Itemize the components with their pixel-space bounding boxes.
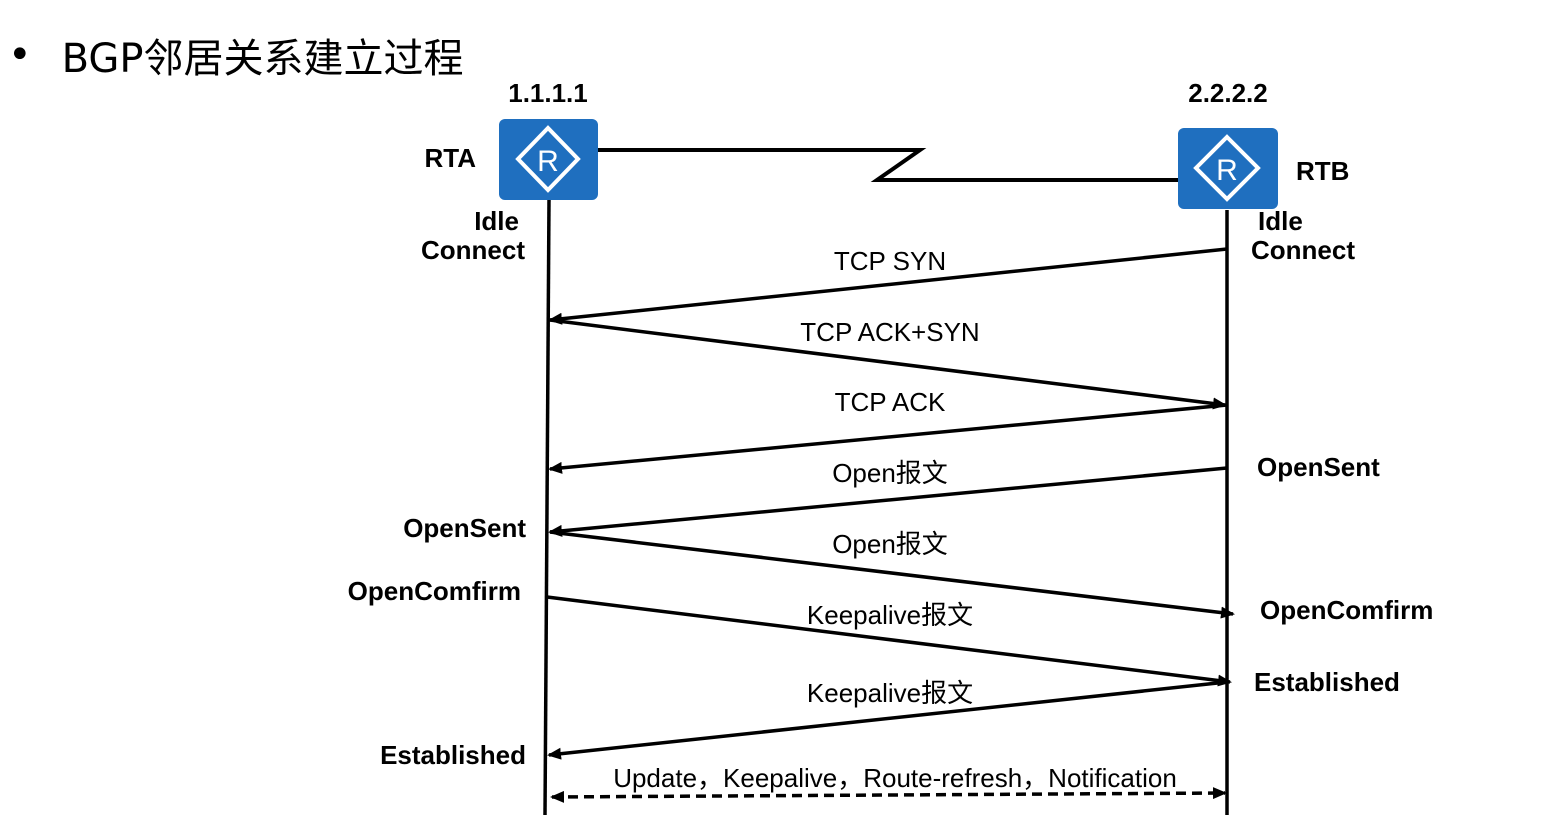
rtb-ip-label: 2.2.2.2 — [1188, 78, 1268, 108]
message-label: TCP SYN — [834, 246, 946, 276]
bullet-icon: • — [8, 32, 32, 78]
rta-ip-label: 1.1.1.1 — [508, 78, 588, 108]
message-tcp-ack: TCP ACK — [548, 387, 1228, 474]
svg-text:R: R — [537, 145, 559, 178]
rta-state-opensent: OpenSent — [403, 513, 526, 543]
rtb-state-opensent: OpenSent — [1257, 452, 1380, 482]
lifeline-rta — [543, 199, 551, 816]
message-open-rta: Open报文 — [549, 529, 1235, 619]
rta-state-opencomfirm: OpenComfirm — [348, 576, 521, 606]
rta-name-label: RTA — [424, 143, 476, 173]
message-label: TCP ACK — [835, 387, 946, 417]
rta-state-idle: Idle — [474, 206, 519, 236]
message-tcp-syn: TCP SYN — [548, 246, 1228, 325]
rtb-state-idle: Idle — [1258, 206, 1303, 236]
rta-state-connect: Connect — [421, 235, 525, 265]
page-title: • BGP邻居关系建立过程 — [8, 26, 463, 84]
message-label: Open报文 — [832, 458, 948, 488]
title-text: BGP邻居关系建立过程 — [61, 36, 464, 82]
message-bidirectional: Update，Keepalive，Route-refresh，Notificat… — [550, 763, 1227, 803]
rta-state-established: Established — [380, 740, 526, 770]
message-label: Open报文 — [832, 529, 948, 559]
rtb-state-connect: Connect — [1251, 235, 1355, 265]
rtb-name-label: RTB — [1296, 156, 1349, 186]
message-label: Keepalive报文 — [807, 600, 973, 630]
serial-link — [597, 148, 1178, 182]
message-label: Update，Keepalive，Route-refresh，Notificat… — [613, 763, 1177, 793]
rtb-state-opencomfirm: OpenComfirm — [1260, 595, 1433, 625]
svg-text:R: R — [1216, 154, 1238, 187]
rtb-state-established: Established — [1254, 667, 1400, 697]
message-keepalive-rtb: Keepalive报文 — [547, 678, 1228, 760]
router-icon-rta: R — [499, 119, 598, 200]
message-label: Keepalive报文 — [807, 678, 973, 708]
router-icon-rtb: R — [1178, 128, 1278, 209]
message-tcp-ack-syn: TCP ACK+SYN — [549, 317, 1227, 410]
message-keepalive-rta: Keepalive报文 — [546, 595, 1232, 687]
message-open-rtb: Open报文 — [548, 458, 1228, 537]
message-label: TCP ACK+SYN — [800, 317, 979, 347]
